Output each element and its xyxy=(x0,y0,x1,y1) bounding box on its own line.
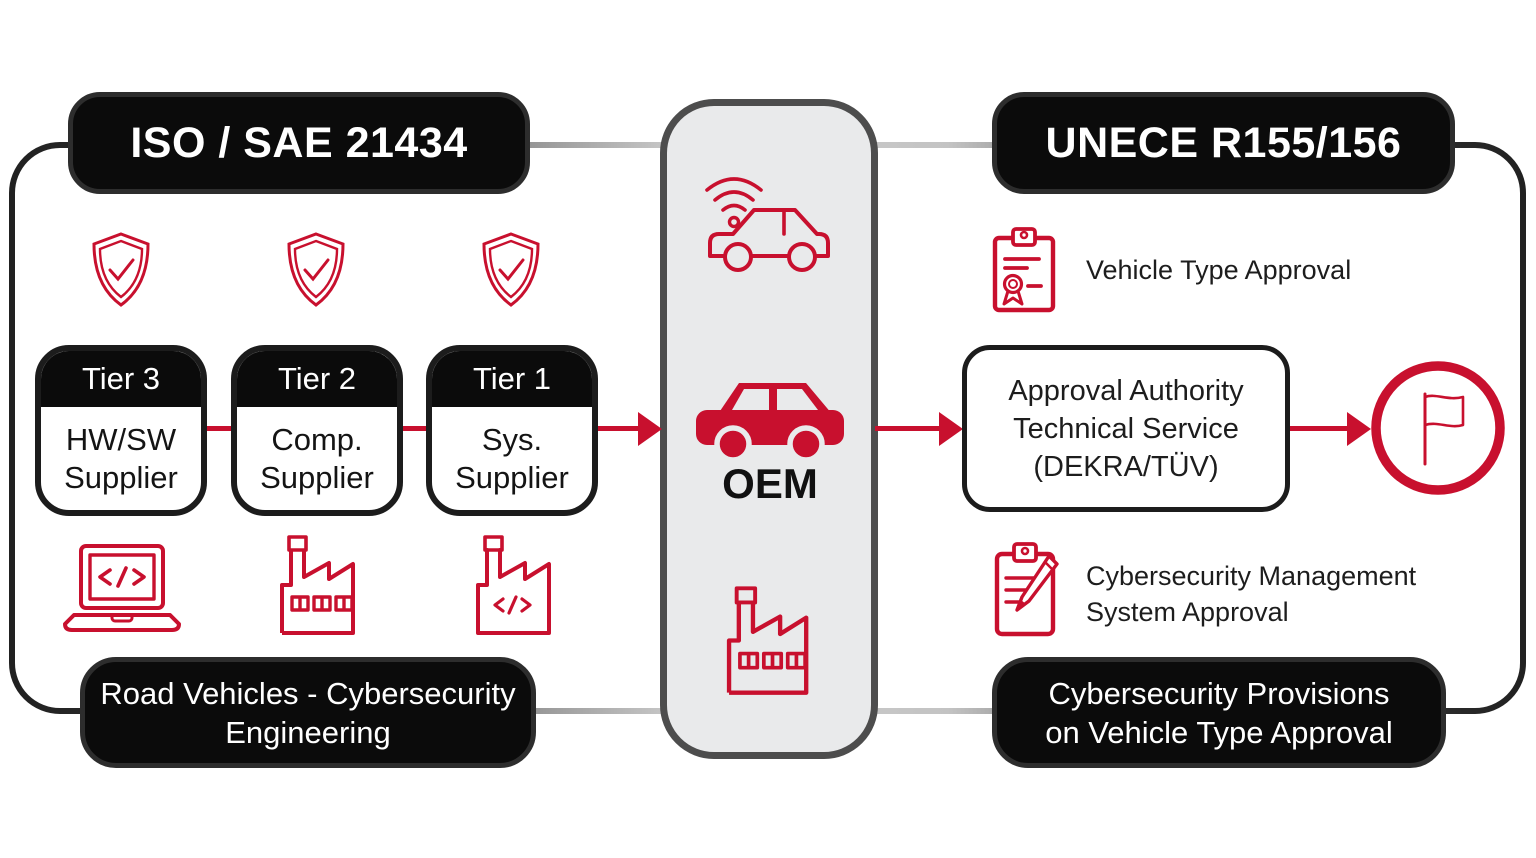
cms-approval-label: Cybersecurity Management System Approval xyxy=(1086,561,1417,627)
iso-footer: Road Vehicles - Cybersecurity Engineerin… xyxy=(80,657,536,768)
oem-authority-arrow-line xyxy=(875,426,941,431)
unece-footer-label: Cybersecurity Provisions on Vehicle Type… xyxy=(1045,675,1393,750)
tier3-box: Tier 3 HW/SW Supplier xyxy=(35,345,207,516)
tier2-tier1-connector xyxy=(401,426,428,431)
tier1-box: Tier 1 Sys. Supplier xyxy=(426,345,598,516)
tier2-header: Tier 2 xyxy=(237,351,397,407)
approval-authority-box: Approval Authority Technical Service (DE… xyxy=(962,345,1290,512)
certificate-icon xyxy=(992,227,1056,313)
tier1-oem-arrowhead-icon xyxy=(638,412,662,446)
iso-footer-label: Road Vehicles - Cybersecurity Engineerin… xyxy=(100,675,516,750)
unece-title: UNECE R155/156 xyxy=(992,92,1455,194)
tier1-supplier-label: Sys. Supplier xyxy=(455,421,569,495)
flag-circle-icon xyxy=(1371,361,1505,495)
iso-sae-title: ISO / SAE 21434 xyxy=(68,92,530,194)
factory-icon xyxy=(280,535,355,635)
oem-label: OEM xyxy=(722,460,818,507)
factory-code-icon xyxy=(476,535,551,635)
connected-car-icon xyxy=(705,177,830,272)
unece-title-label: UNECE R155/156 xyxy=(1045,118,1402,167)
tier2-supplier-label: Comp. Supplier xyxy=(260,421,374,495)
shield-check-icon xyxy=(287,232,345,307)
shield-check-icon xyxy=(92,232,150,307)
tier3-header: Tier 3 xyxy=(41,351,201,407)
tier1-header: Tier 1 xyxy=(432,351,592,407)
authority-flag-arrowhead-icon xyxy=(1347,412,1371,446)
iso-sae-title-label: ISO / SAE 21434 xyxy=(130,118,468,167)
tier2-box: Tier 2 Comp. Supplier xyxy=(231,345,403,516)
tier1-oem-arrow-line xyxy=(597,426,641,431)
clipboard-pencil-icon xyxy=(994,542,1059,637)
tier3-supplier-label: HW/SW Supplier xyxy=(64,421,178,495)
factory-icon xyxy=(726,586,809,695)
tier3-tier2-connector xyxy=(205,426,233,431)
unece-footer: Cybersecurity Provisions on Vehicle Type… xyxy=(992,657,1446,768)
vehicle-type-approval-label: Vehicle Type Approval xyxy=(1086,255,1352,285)
oem-authority-arrowhead-icon xyxy=(939,412,963,446)
shield-check-icon xyxy=(482,232,540,307)
car-solid-icon xyxy=(696,383,844,463)
authority-flag-arrow-line xyxy=(1288,426,1350,431)
laptop-code-icon xyxy=(63,544,181,632)
